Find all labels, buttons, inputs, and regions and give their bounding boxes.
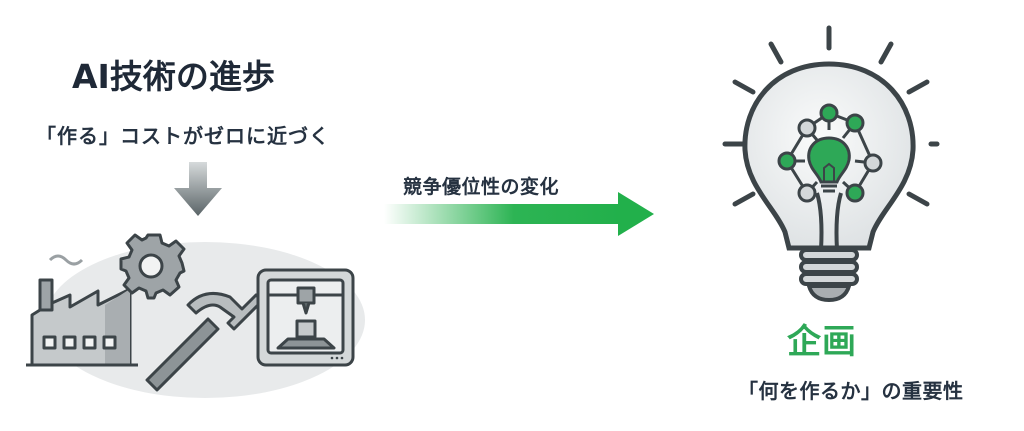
manufacturing-illustration [26, 233, 365, 398]
down-arrow-icon [174, 162, 222, 216]
left-subtitle: 「作る」コストがゼロに近づく [36, 124, 330, 148]
3d-printer-icon [256, 268, 355, 367]
gear-icon [119, 233, 186, 300]
green-arrow-icon [384, 192, 654, 236]
left-title: AI技術の進歩 [72, 57, 275, 96]
factory-icon [26, 254, 138, 367]
arrow-label: 競争優位性の変化 [403, 176, 560, 198]
plan-subtitle: 「何を作るか」の重要性 [738, 379, 964, 403]
lightbulb-icon [722, 25, 940, 303]
hammer-icon [145, 291, 264, 392]
plan-title: 企画 [787, 322, 857, 362]
network-icon [777, 103, 883, 203]
